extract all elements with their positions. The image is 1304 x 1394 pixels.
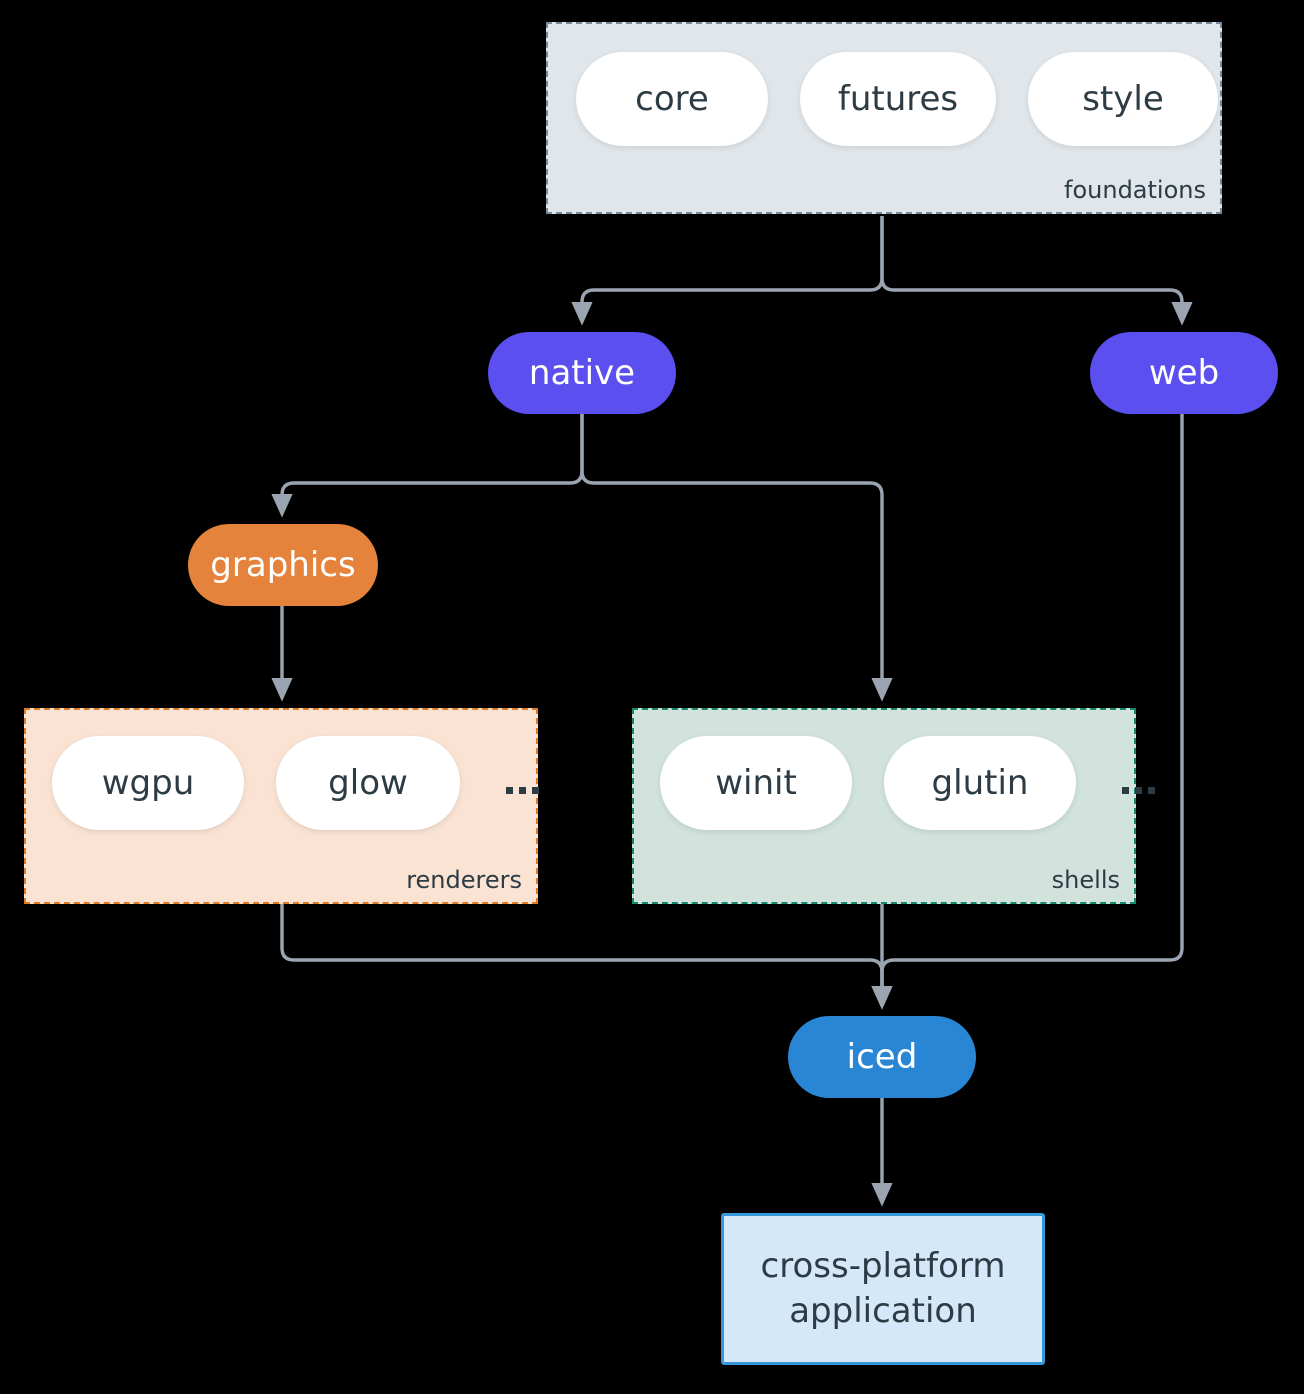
cluster-label-shells: shells (1051, 866, 1120, 894)
edge-foundations-native (571, 216, 884, 326)
cluster-label-foundations: foundations (1064, 176, 1206, 204)
node-futures[interactable]: futures (800, 52, 996, 146)
application-line-2: application (789, 1291, 977, 1331)
application-line-1: cross-platform (760, 1246, 1006, 1287)
cluster-shells: winit glutin shells (632, 708, 1155, 904)
node-core[interactable]: core (576, 52, 768, 146)
renderers-node-row: wgpu glow (52, 736, 539, 830)
node-glutin[interactable]: glutin (884, 736, 1076, 830)
node-cross-platform-application[interactable]: cross-platform application (721, 1213, 1045, 1365)
shells-ellipsis-icon (1122, 786, 1155, 794)
renderers-ellipsis-icon (506, 786, 539, 794)
node-graphics[interactable]: graphics (188, 524, 378, 606)
cluster-renderers: wgpu glow renderers (24, 708, 539, 904)
node-style[interactable]: style (1028, 52, 1218, 146)
edge-native-shells (580, 414, 893, 702)
node-web[interactable]: web (1090, 332, 1278, 414)
node-native[interactable]: native (488, 332, 676, 414)
cluster-foundations: core futures style foundations (546, 22, 1222, 214)
foundations-node-row: core futures style (576, 52, 1218, 146)
shells-node-row: winit glutin (660, 736, 1155, 830)
node-wgpu[interactable]: wgpu (52, 736, 244, 830)
edge-foundations-web (880, 216, 1193, 326)
node-winit[interactable]: winit (660, 736, 852, 830)
edge-renderers-iced (280, 904, 893, 1010)
cluster-label-renderers: renderers (406, 866, 522, 894)
edge-native-graphics (271, 414, 584, 518)
node-glow[interactable]: glow (276, 736, 460, 830)
node-iced[interactable]: iced (788, 1016, 976, 1098)
